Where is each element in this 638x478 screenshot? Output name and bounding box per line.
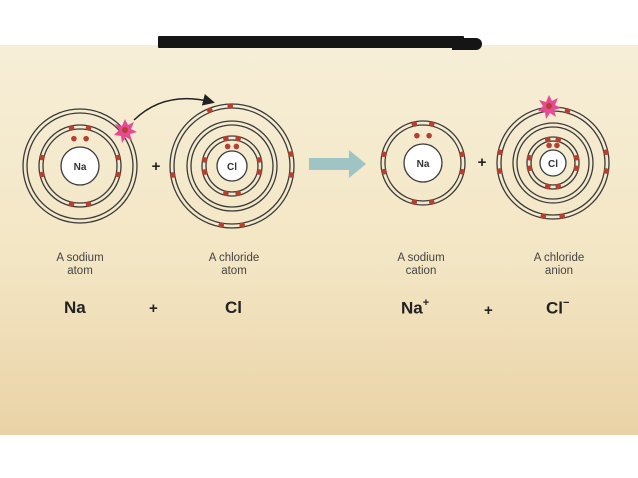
sodium-cation-electron [459,151,465,158]
plus-sign-products: + [478,154,487,171]
sodium-atom: Na [22,108,138,224]
chloride-anion-electron [526,154,533,161]
label-sodium-cation-line1: A sodium [397,252,445,264]
chloride-anion-electron [555,136,562,143]
chlorine-atom-electron [224,143,231,150]
sodium-atom-electron [39,154,45,161]
chlorine-atom-electron [233,143,240,150]
sodium-atom-electron [85,201,92,207]
na-ion-symbol: Na [401,298,423,318]
sodium-cation-electron [459,168,465,175]
sodium-atom-electron [115,154,121,161]
equation-na-ion: Na+ [401,297,430,319]
label-sodium-atom-line1: A sodium [56,252,104,264]
cl-ion-symbol: Cl [546,298,563,318]
chloride-anion-electron [573,154,580,161]
electron-transfer-arrow [133,93,215,121]
label-chloride-anion-line1: A chloride [533,252,585,264]
chloride-anion-symbol: Cl [548,159,558,170]
sodium-cation-symbol: Na [417,159,430,170]
sodium-cation-electron [414,132,420,139]
sodium-cation-electron [381,151,387,158]
chloride-anion-valence-electron [497,149,503,156]
chlorine-atom-valence-electron [288,172,295,178]
label-sodium-cation: A sodium cation [361,252,481,278]
chloride-anion-electron [544,136,551,143]
chlorine-atom-valence-electron [288,151,294,157]
chloride-anion: Cl [496,106,610,220]
equation-plus-1: + [149,300,158,317]
sodium-atom-electron [68,125,75,131]
chlorine-atom-electron [223,190,229,197]
label-chloride-anion: A chloride anion [499,252,619,278]
chloride-anion-electron [573,165,580,172]
sodium-symbol: Na [74,162,87,173]
label-chloride-atom: A chloride atom [174,252,294,278]
chlorine-atom-valence-electron [239,222,245,228]
chloride-anion-electron [544,183,551,190]
sodium-cation-electron [411,199,418,205]
gained-electron [538,95,561,119]
chlorine-atom-valence-electron [227,103,234,109]
equation-cl-ion: Cl− [546,297,570,319]
cl-ion-charge: − [563,297,570,309]
chlorine-atom-valence-electron [169,172,176,178]
sodium-atom-electron [39,171,45,178]
chlorine-atom-electron [223,135,229,142]
chlorine-atom-electron [201,169,208,175]
equation-na: Na [64,298,86,317]
sodium-atom-electron [68,201,75,207]
chloride-anion-valence-electron [559,213,565,220]
plus-sign-reactants: + [152,158,161,175]
transferred-electron [114,119,137,143]
equation-plus-2: + [484,302,493,319]
sodium-cation-electron [411,121,418,127]
chlorine-atom-electron [201,157,208,163]
chloride-anion-valence-electron [603,149,609,156]
title-bar-fragment-tail [452,38,482,50]
label-sodium-cation-line2: cation [405,265,437,277]
label-sodium-atom: A sodium atom [20,252,140,278]
sodium-atom-electron [115,171,121,178]
diagram-panel [0,45,638,435]
label-chloride-atom-line2: atom [221,265,247,277]
sodium-cation-electron [428,121,435,127]
sodium-atom-electron [83,135,89,142]
chloride-anion-electron [546,142,552,149]
equation-cl: Cl [225,298,242,317]
chloride-anion-electron [555,183,562,190]
chlorine-atom-electron [256,157,263,163]
sodium-cation: Na [380,120,466,206]
label-chloride-atom-line1: A chloride [208,252,260,264]
chlorine-atom-electron [256,169,263,175]
chloride-anion-electron [554,142,560,149]
chloride-anion-valence-electron [564,108,571,114]
na-ion-charge: + [422,297,430,309]
chlorine-atom-electron [235,135,241,142]
chloride-anion-valence-electron [540,213,547,219]
title-bar-fragment [158,36,464,48]
chlorine-atom-valence-electron [218,222,225,228]
chloride-anion-electron [526,165,533,172]
sodium-cation-electron [426,132,432,139]
chlorine-atom: Cl [169,103,295,229]
chlorine-atom-electron [235,190,241,197]
sodium-atom-electron [71,135,77,142]
chlorine-atom-valence-electron [206,107,213,114]
chloride-anion-valence-electron [496,168,503,174]
label-chloride-anion-line2: anion [544,265,574,277]
chloride-anion-valence-electron [603,168,610,174]
sodium-cation-electron [428,199,435,205]
sodium-atom-electron [85,125,92,131]
sodium-cation-electron [381,168,387,175]
label-sodium-atom-line2: atom [67,265,93,277]
chlorine-symbol: Cl [227,162,237,173]
reaction-arrow [309,150,366,178]
